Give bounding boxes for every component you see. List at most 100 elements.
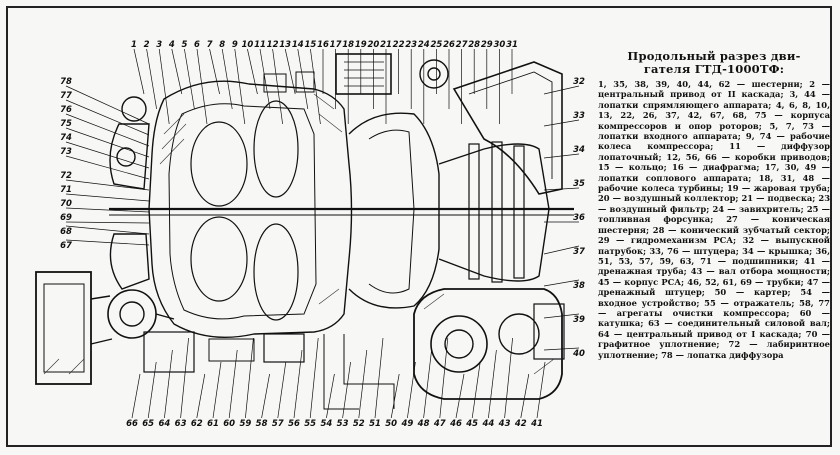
callout-left-76: 76 bbox=[60, 105, 72, 115]
legend-caption: Продольный разрез дви- гателя ГТД-1000ТФ… bbox=[598, 50, 830, 390]
leader-57 bbox=[277, 361, 287, 419]
air-filter bbox=[335, 53, 392, 95]
leader-lines bbox=[65, 48, 580, 419]
leader-73 bbox=[65, 155, 150, 180]
callout-bottom-58: 58 bbox=[256, 419, 268, 429]
caption-title: Продольный разрез дви- гателя ГТД-1000ТФ… bbox=[627, 50, 801, 76]
leader-66 bbox=[131, 373, 141, 419]
callout-right-34: 34 bbox=[573, 145, 585, 155]
callout-top-15: 15 bbox=[304, 40, 316, 50]
leader-37 bbox=[543, 245, 580, 255]
callout-bottom-60: 60 bbox=[223, 419, 235, 429]
callout-top-17: 17 bbox=[330, 40, 342, 50]
leader-2 bbox=[146, 48, 157, 110]
leader-44 bbox=[488, 349, 497, 419]
output-gear bbox=[430, 315, 488, 373]
callout-bottom-49: 49 bbox=[400, 419, 413, 429]
leader-7 bbox=[209, 48, 220, 95]
callout-bottom-50: 50 bbox=[385, 419, 397, 429]
leader-56 bbox=[293, 349, 303, 419]
leader-60 bbox=[228, 349, 238, 419]
leader-8 bbox=[221, 48, 233, 110]
leader-50 bbox=[390, 373, 400, 419]
callout-left-77: 77 bbox=[60, 91, 72, 101]
callout-top-9: 9 bbox=[232, 40, 238, 50]
callout-left-75: 75 bbox=[60, 119, 72, 129]
callout-left-73: 73 bbox=[60, 147, 72, 157]
leader-34 bbox=[543, 153, 580, 159]
callout-top-27: 27 bbox=[456, 40, 468, 50]
leader-13 bbox=[284, 48, 296, 95]
callout-right-35: 35 bbox=[573, 179, 585, 189]
leader-61 bbox=[212, 361, 222, 419]
callout-bottom-54: 54 bbox=[320, 419, 332, 429]
leader-51 bbox=[374, 337, 384, 419]
leader-46 bbox=[455, 373, 465, 419]
leader-70 bbox=[65, 207, 150, 213]
leader-54 bbox=[326, 373, 335, 419]
leader-41 bbox=[536, 361, 546, 419]
leader-33 bbox=[543, 119, 580, 127]
callout-top-20: 20 bbox=[367, 40, 379, 50]
callout-top-29: 29 bbox=[481, 40, 493, 50]
callout-top-1: 1 bbox=[131, 40, 137, 50]
reduction-gearbox bbox=[413, 288, 563, 400]
leader-9 bbox=[234, 48, 246, 125]
leader-55 bbox=[309, 337, 319, 419]
callout-left-78: 78 bbox=[60, 77, 72, 87]
callout-top-24: 24 bbox=[418, 40, 430, 50]
callout-bottom-63: 63 bbox=[175, 419, 187, 429]
leader-67 bbox=[65, 239, 150, 246]
callout-bottom-64: 64 bbox=[158, 419, 170, 429]
callout-bottom-66: 66 bbox=[126, 419, 138, 429]
leader-78 bbox=[65, 85, 150, 125]
leader-14 bbox=[297, 48, 309, 110]
callout-top-28: 28 bbox=[468, 40, 480, 50]
leader-48 bbox=[423, 349, 432, 419]
callout-bottom-51: 51 bbox=[369, 419, 381, 429]
leader-49 bbox=[407, 361, 416, 419]
callout-top-13: 13 bbox=[279, 40, 291, 50]
leader-39 bbox=[543, 313, 580, 319]
callout-bottom-41: 41 bbox=[530, 419, 543, 429]
callout-top-30: 30 bbox=[493, 40, 505, 50]
callout-top-25: 25 bbox=[430, 40, 442, 50]
leader-3 bbox=[158, 48, 170, 125]
callout-bottom-56: 56 bbox=[288, 419, 300, 429]
leader-11 bbox=[259, 48, 271, 110]
callout-bottom-55: 55 bbox=[304, 419, 316, 429]
page-border bbox=[6, 6, 832, 447]
callout-bottom-47: 47 bbox=[433, 419, 446, 429]
leader-71 bbox=[65, 193, 150, 202]
callout-bottom-53: 53 bbox=[337, 419, 349, 429]
leader-10 bbox=[247, 48, 258, 95]
callout-right-39: 39 bbox=[573, 315, 585, 325]
callout-left-70: 70 bbox=[60, 199, 72, 209]
callout-top-16: 16 bbox=[317, 40, 329, 50]
callout-bottom-65: 65 bbox=[142, 419, 154, 429]
callout-bottom-44: 44 bbox=[481, 419, 494, 429]
callout-left-72: 72 bbox=[60, 171, 72, 181]
callout-left-71: 71 bbox=[60, 185, 72, 195]
callout-left-74: 74 bbox=[60, 133, 72, 143]
section-hatching bbox=[43, 93, 555, 375]
callout-bottom-57: 57 bbox=[272, 419, 284, 429]
callout-top-12: 12 bbox=[267, 40, 279, 50]
leader-43 bbox=[504, 337, 513, 419]
leader-74 bbox=[65, 141, 150, 169]
callout-right-40: 40 bbox=[572, 349, 585, 359]
callout-top-3: 3 bbox=[156, 40, 162, 50]
exhaust-duct bbox=[452, 61, 563, 195]
caption-body: 1, 35, 38, 39, 40, 44, 62 — шестерни; 2 … bbox=[598, 79, 830, 360]
callout-bottom-43: 43 bbox=[498, 419, 511, 429]
leader-15 bbox=[310, 48, 321, 125]
callout-bottom-42: 42 bbox=[514, 419, 527, 429]
inlet-flange bbox=[121, 96, 147, 122]
leader-63 bbox=[180, 337, 189, 419]
leader-47 bbox=[439, 337, 449, 419]
leader-75 bbox=[65, 127, 150, 158]
callout-top-19: 19 bbox=[355, 40, 367, 50]
